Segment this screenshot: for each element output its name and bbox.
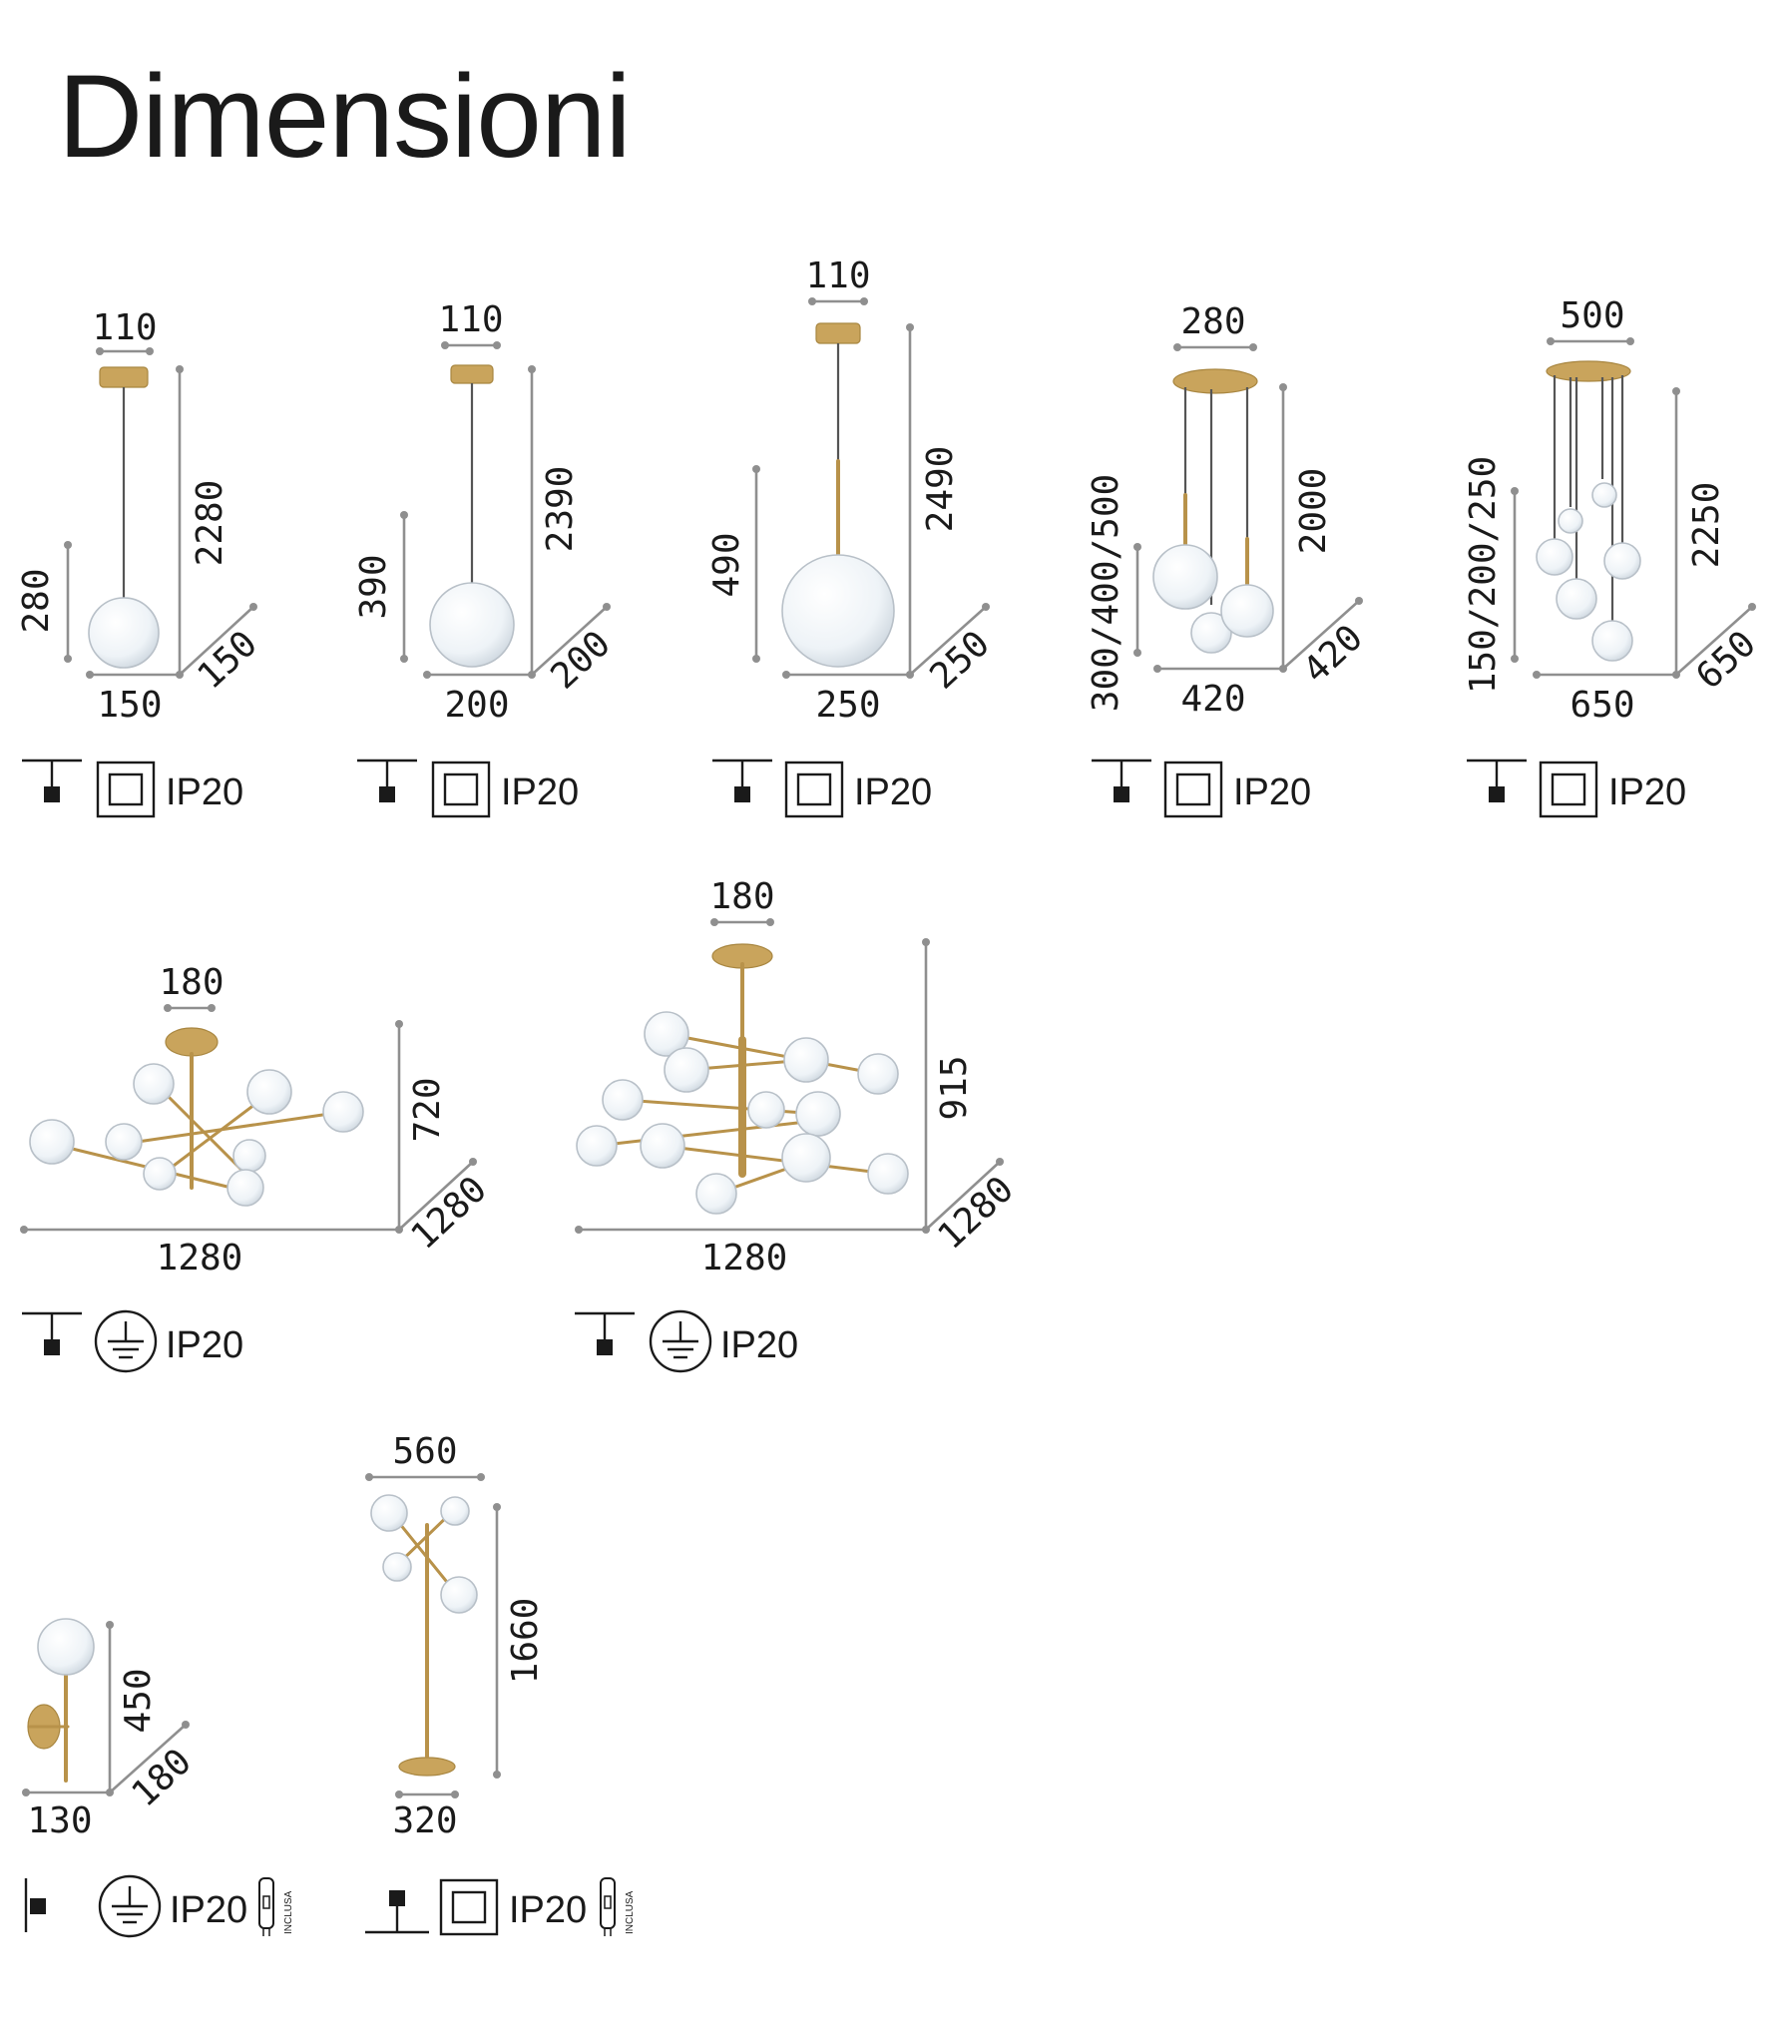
dim-height-body: 300/400/500	[1086, 474, 1126, 712]
dim-depth: 250	[922, 623, 998, 697]
ip-rating: IP20	[166, 771, 243, 813]
dim-depth: 420	[1295, 617, 1371, 691]
ceiling-mount-icon	[575, 1311, 635, 1355]
product-1: 110 2280 280 150 150 IP20	[16, 307, 265, 818]
dim-height-body: 280	[16, 568, 57, 633]
dim-depth: 180	[124, 1741, 200, 1814]
product-6: 180 720 1280 1280 IP20	[20, 962, 495, 1373]
dim-height-body: 150/200/250	[1463, 456, 1504, 694]
dim-height-body: 390	[353, 554, 394, 619]
ip-rating: IP20	[501, 771, 579, 813]
dim-top: 180	[709, 876, 774, 917]
dim-height-body: 490	[706, 532, 747, 597]
ip-rating: IP20	[170, 1889, 247, 1931]
ceiling-mount-icon	[1092, 759, 1151, 802]
dim-height-total: 1660	[505, 1598, 546, 1685]
dim-width: 1280	[157, 1238, 243, 1278]
product-7: 180 915 1280 1280 IP20	[575, 876, 1022, 1373]
product-3-illustration	[781, 322, 895, 668]
dim-top: 560	[392, 1431, 457, 1472]
double-insulation-icon	[784, 761, 844, 818]
dim-top: 180	[159, 962, 224, 1003]
ip-rating: IP20	[166, 1324, 243, 1366]
dim-width: 250	[815, 685, 880, 726]
double-insulation-icon	[431, 761, 491, 818]
dim-depth: 650	[1688, 623, 1764, 697]
product-5-illustration	[1536, 360, 1641, 662]
dim-depth: 150	[190, 623, 265, 697]
dim-height-total: 915	[934, 1055, 975, 1120]
double-insulation-icon	[439, 1878, 499, 1936]
ceiling-mount-icon	[22, 759, 82, 802]
ceiling-mount-icon	[1467, 759, 1527, 802]
ip-rating: IP20	[1608, 771, 1686, 813]
ip-rating: IP20	[854, 771, 932, 813]
product-5: 500 2250 150/200/250 650 650 IP20	[1463, 295, 1764, 818]
dim-width: 650	[1569, 685, 1634, 726]
dim-height-total: 2390	[540, 466, 581, 553]
product-4: 280 2000 300/400/500 420 420 IP20	[1086, 301, 1371, 818]
dim-width: 200	[444, 685, 509, 726]
bulb-included-label: INCLUSA	[625, 1890, 636, 1934]
dim-top: 500	[1560, 295, 1624, 336]
dim-top: 110	[438, 299, 503, 340]
dim-height-total: 2280	[190, 480, 230, 567]
page-title: Dimensioni	[58, 51, 632, 183]
dim-width: 420	[1180, 679, 1245, 720]
dim-depth: 200	[543, 623, 619, 697]
dim-width: 1280	[701, 1238, 788, 1278]
ceiling-mount-icon	[22, 1311, 82, 1355]
bulb-included-icon	[258, 1877, 274, 1936]
dim-height-total: 2000	[1293, 468, 1334, 555]
double-insulation-icon	[1163, 761, 1223, 818]
product-1-illustration	[88, 366, 160, 669]
bulb-included-label: INCLUSA	[283, 1890, 294, 1934]
product-9-illustration	[370, 1494, 478, 1777]
earth-ground-icon	[649, 1309, 712, 1373]
dim-width: 150	[97, 685, 162, 726]
product-9: 560 1660 320 IP20 INCLUSA	[365, 1431, 636, 1936]
product-6-illustration	[29, 1027, 364, 1207]
dim-height-total: 720	[407, 1077, 448, 1142]
dim-width: 320	[392, 1800, 457, 1841]
bulb-included-icon	[600, 1877, 616, 1936]
double-insulation-icon	[96, 761, 156, 818]
dim-top: 110	[805, 256, 870, 296]
dim-top: 280	[1180, 301, 1245, 342]
product-7-illustration	[576, 943, 909, 1215]
dim-height-total: 2490	[920, 446, 961, 533]
floor-mount-icon	[365, 1890, 429, 1934]
ceiling-mount-icon	[357, 759, 417, 802]
earth-ground-icon	[98, 1874, 162, 1938]
ceiling-mount-icon	[712, 759, 772, 802]
product-4-illustration	[1152, 368, 1274, 654]
double-insulation-icon	[1539, 761, 1598, 818]
product-2: 110 2390 390 200 200 IP20	[353, 299, 619, 818]
product-8-illustration	[27, 1618, 95, 1783]
earth-ground-icon	[94, 1309, 158, 1373]
dim-height-total: 450	[118, 1668, 159, 1733]
product-2-illustration	[429, 364, 515, 668]
product-8: 450 130 180 IP20 INCLUSA	[22, 1618, 294, 1938]
dim-height-total: 2250	[1686, 482, 1727, 569]
dim-top: 110	[92, 307, 157, 348]
ip-rating: IP20	[1233, 771, 1311, 813]
ip-rating: IP20	[720, 1324, 798, 1366]
product-3: 110 2490 490 250 250 IP20	[706, 256, 998, 818]
dim-width: 130	[27, 1800, 92, 1841]
ip-rating: IP20	[509, 1889, 587, 1931]
wall-mount-icon	[24, 1878, 46, 1932]
